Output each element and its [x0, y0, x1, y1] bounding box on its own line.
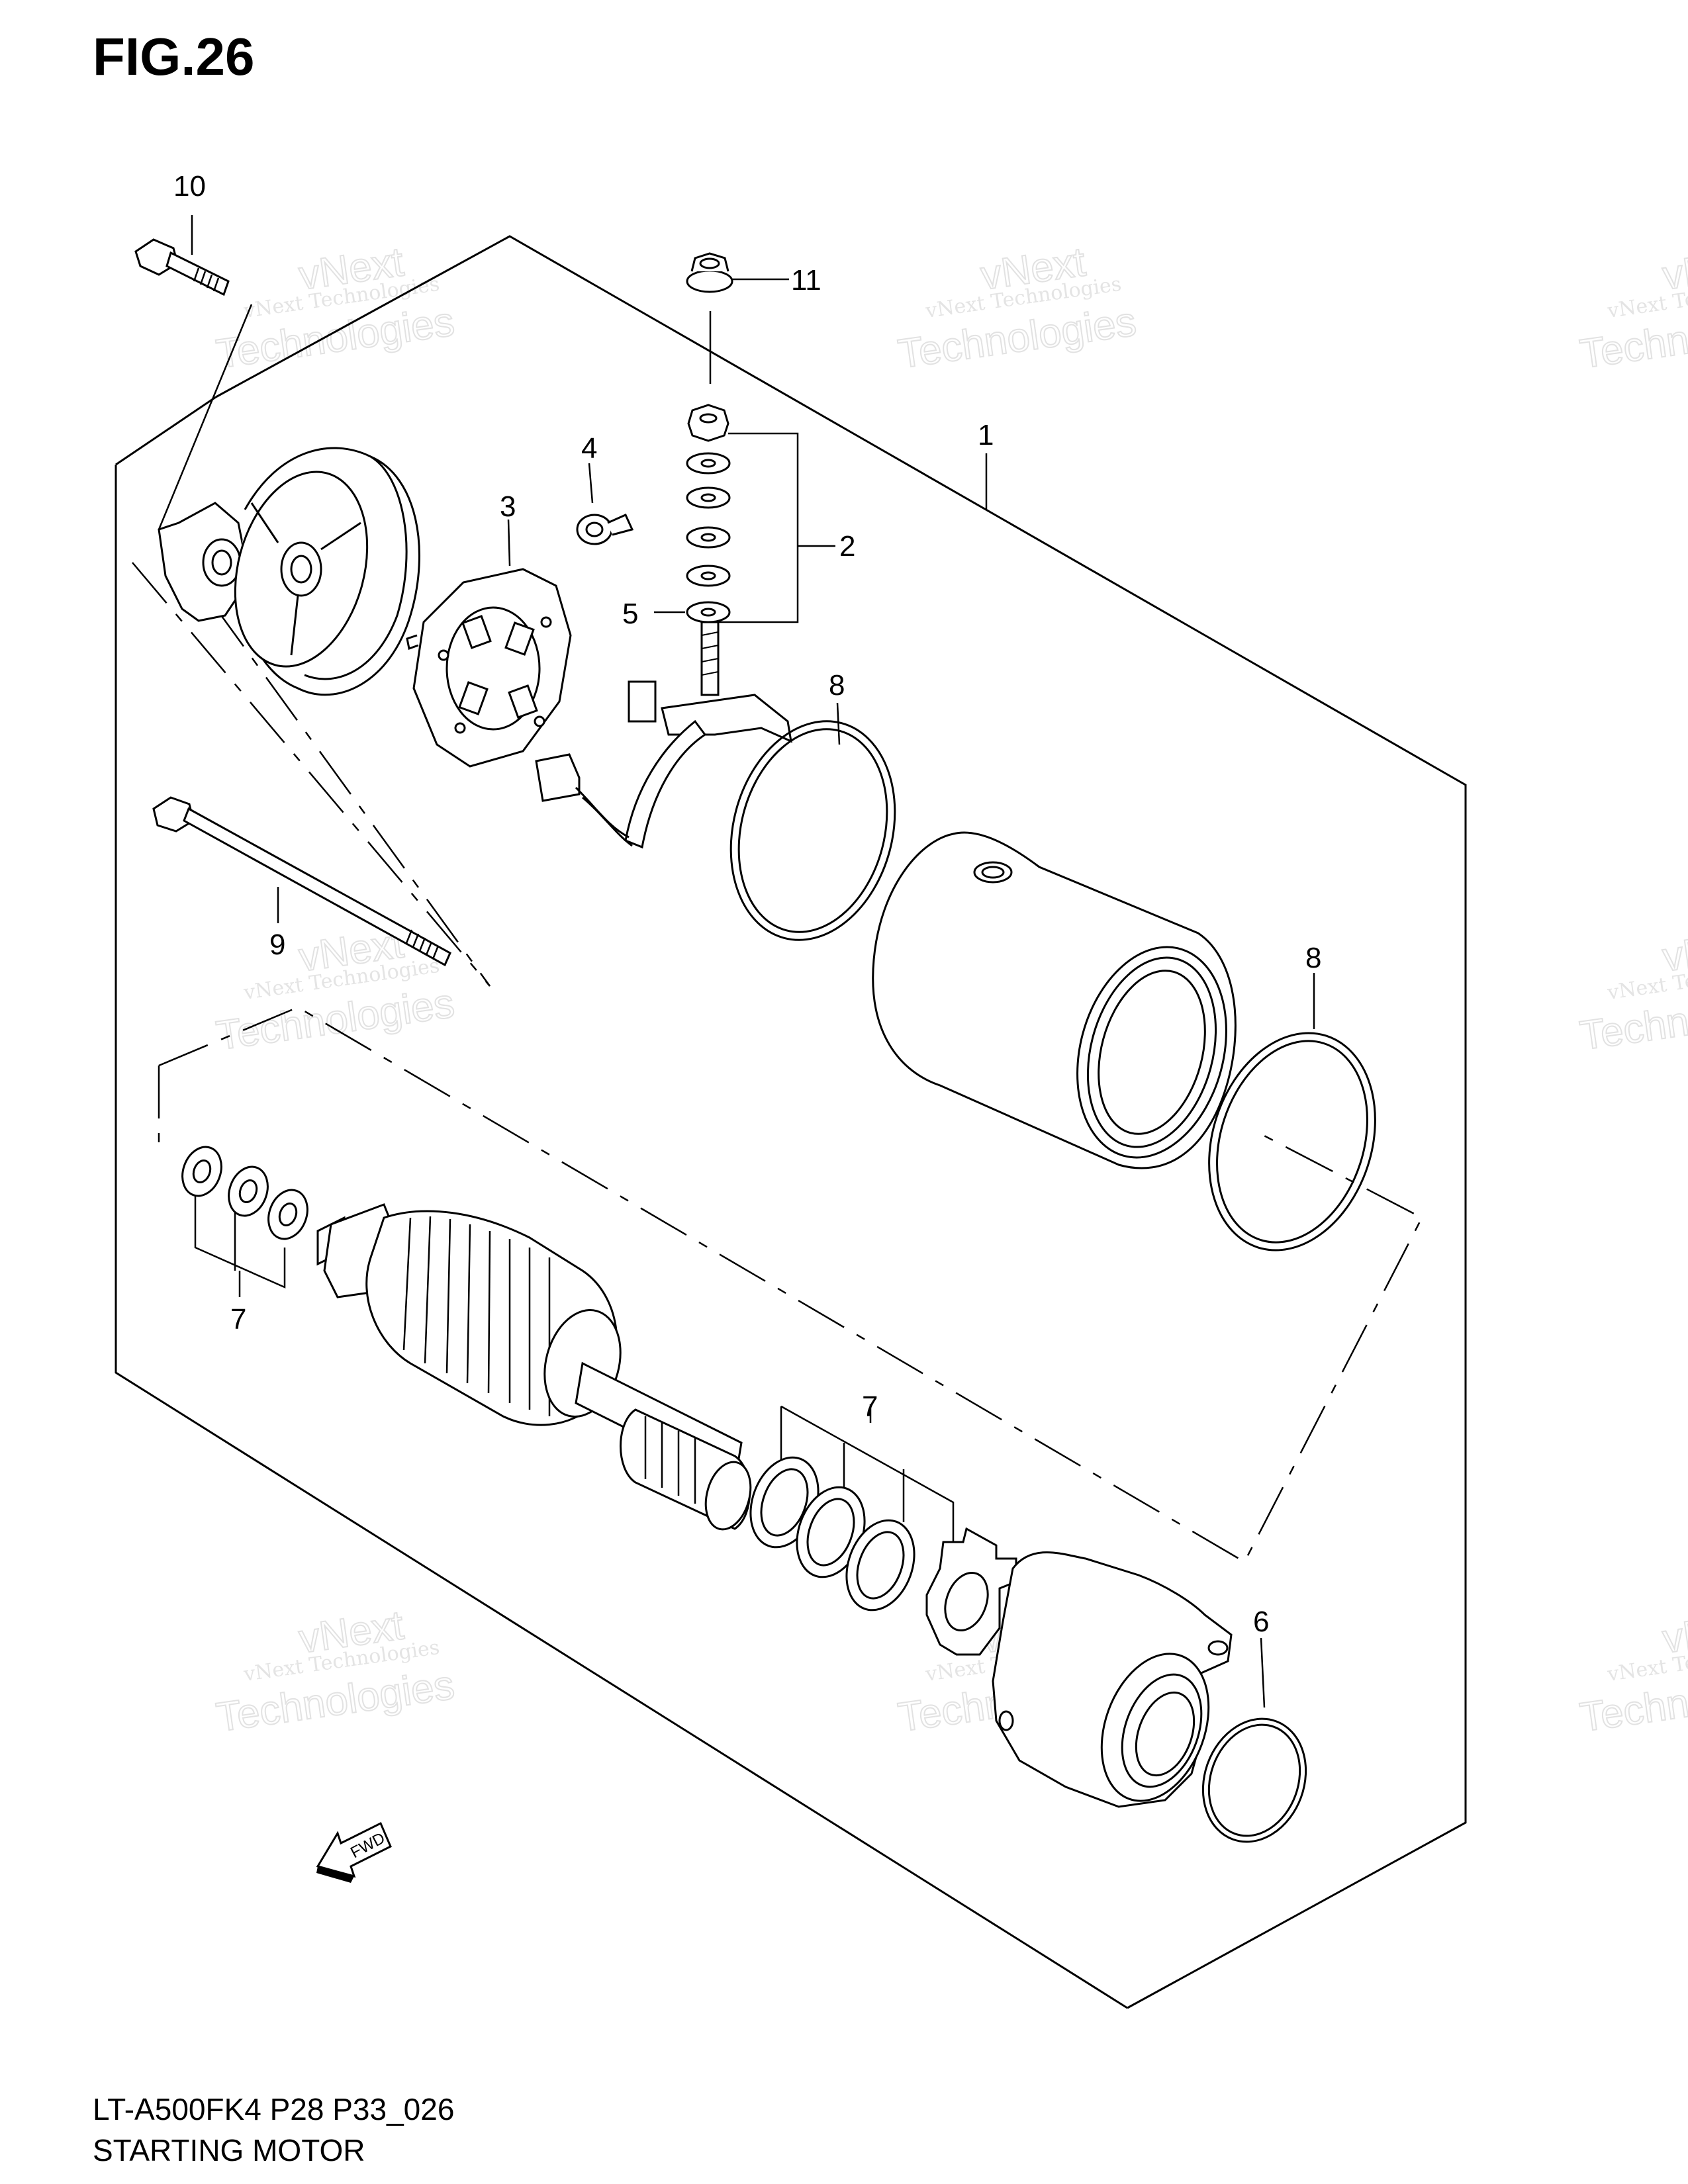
watermark: vNext vNext Technologies Technologies [895, 238, 1140, 378]
front-cover-part [992, 1551, 1233, 1808]
callout-starter-assembly: 1 [978, 419, 994, 451]
housing-bolt-part [152, 796, 451, 967]
callout-oring-end: 6 [1253, 1606, 1269, 1638]
callout-washer-set-right: 7 [862, 1390, 878, 1423]
washer-set-right [749, 1456, 915, 1612]
armature-guide [158, 1006, 1423, 1563]
rear-cover-part [158, 447, 420, 696]
oring-upper-part [729, 720, 896, 941]
callout-housing-bolt: 9 [269, 929, 285, 961]
callout-oring-upper: 8 [829, 669, 845, 702]
bolt10-guide [158, 304, 253, 530]
outline-upper-right [215, 235, 1467, 2009]
figure-title: FIG.26 [93, 27, 255, 86]
callout-washer: 5 [622, 598, 638, 630]
watermark: vNext vNext Technologies Technologies [1577, 920, 1688, 1060]
terminal-washer-stack [686, 404, 731, 623]
yoke-part [872, 831, 1237, 1169]
brush-spring-part [576, 514, 634, 545]
callout-brush-holder: 3 [500, 490, 516, 523]
watermark: vNext vNext Technologies Technologies [213, 1602, 458, 1741]
nut-part [686, 252, 733, 293]
callout-oring-right: 8 [1305, 942, 1321, 974]
leader-lines [158, 215, 1315, 1708]
armature-part [316, 1203, 752, 1531]
callout-labels: 10 11 1 4 3 2 5 8 9 8 7 7 6 [173, 170, 1321, 1638]
callout-spring: 4 [581, 432, 597, 465]
oring-end-part [1201, 1717, 1307, 1843]
callout-nut: 11 [791, 264, 821, 296]
brush-holder-part [406, 568, 572, 768]
diagram-name: STARTING MOTOR [93, 2133, 365, 2167]
callout-terminal-set: 2 [839, 530, 855, 563]
fwd-arrow: FWD [316, 1821, 392, 1883]
oring-right-part [1208, 1032, 1376, 1251]
model-code: LT-A500FK4 P28 P33_026 [93, 2092, 455, 2126]
outline-lower-left [115, 465, 1128, 2009]
thrust-plate-part [925, 1527, 1017, 1656]
washer-set-left [181, 1146, 308, 1240]
bolt-part [134, 238, 230, 296]
callout-washer-set-left: 7 [230, 1303, 246, 1336]
watermark: vNext vNext Technologies Technologies [1577, 1602, 1688, 1741]
watermark: vNext vNext Technologies Technologies [1577, 238, 1688, 378]
brush-terminal-bracket [535, 621, 792, 849]
watermark: vNext vNext Technologies Technologies [213, 238, 458, 378]
callout-bolt: 10 [173, 170, 206, 203]
assembly-outline [115, 235, 1467, 2009]
